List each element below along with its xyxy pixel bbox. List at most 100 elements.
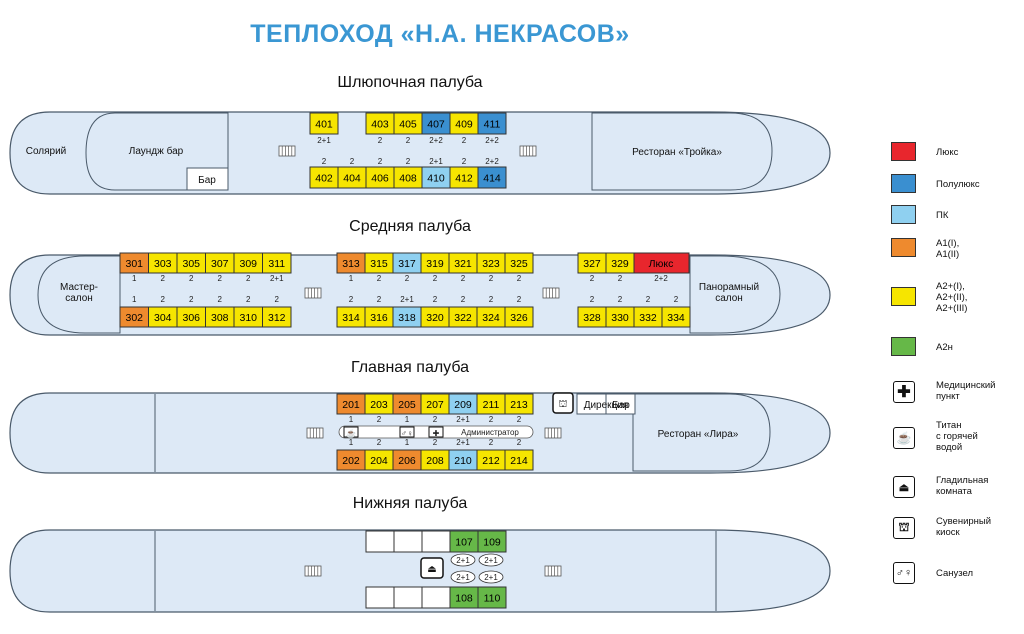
- middle-top-2-berth-count: 2: [461, 274, 466, 283]
- deck-title-main: Главная палуба: [350, 359, 470, 376]
- middle-top-1-cabin-number: 301: [125, 258, 143, 270]
- middle-top-2-cabin-number: 315: [370, 258, 388, 270]
- middle-bottom-2-berth-count: 2: [517, 295, 522, 304]
- solarium-label: Солярий: [26, 146, 67, 157]
- legend-label-a2: А2+(I), А2+(II), А2+(III): [936, 281, 968, 314]
- legend-label-wc: Санузел: [936, 568, 974, 579]
- boat-bottom-cabin-number: 404: [343, 173, 361, 185]
- middle-lux-cabin-number: Люкс: [649, 258, 674, 270]
- panoramic-salon-area: [689, 255, 781, 334]
- main-bottom-cabin-number: 208: [426, 455, 444, 467]
- middle-top-3-cabin-number: 329: [611, 258, 629, 270]
- middle-bottom-2-berth-count: 2: [349, 295, 354, 304]
- iron-icon: [420, 557, 444, 579]
- souvenir-icon-glyph: ⛫: [558, 399, 567, 410]
- middle-top-1-berth-count: 2: [218, 274, 223, 283]
- boat-top-b-cabin-number: 411: [484, 119, 501, 131]
- middle-bottom-3-berth-count: 2: [590, 295, 595, 304]
- middle-bottom-2-cabin-number: 318: [398, 312, 416, 324]
- middle-bottom-2-cabin-number: 320: [426, 312, 444, 324]
- lower-bottom-cabin: [477, 586, 507, 609]
- legend-swatch-a2: [891, 287, 916, 306]
- iron-icon-glyph: ⏏: [427, 564, 436, 575]
- lower-bottom-cabin-number: 110: [484, 593, 501, 605]
- lounge-bar-label: Лаундж бар: [129, 145, 184, 157]
- titan-icon: [343, 426, 359, 438]
- middle-top-1-cabin-number: 309: [239, 258, 257, 270]
- middle-top-1-berth-count: 2: [189, 274, 194, 283]
- boat-bottom-cabin: [477, 166, 507, 189]
- lira-restaurant-label: Ресторан «Лира»: [658, 429, 739, 440]
- master-salon-area: [37, 255, 121, 334]
- middle-top-1-berth-count: 2: [161, 274, 166, 283]
- main-top-cabin-number: 201: [342, 399, 360, 411]
- legend-label-ironing: Гладильная комната: [936, 475, 989, 497]
- main-bottom-berth-count: 2: [489, 438, 494, 447]
- main-top-cabin-number: 207: [426, 399, 444, 411]
- souvenir-icon: ⛫: [893, 517, 915, 539]
- main-bottom-berth-count: 2: [377, 438, 382, 447]
- middle-top-2-cabin-number: 323: [482, 258, 500, 270]
- middle-bottom-2-berth-count: 2: [433, 295, 438, 304]
- lower-berth-oval: [478, 553, 504, 567]
- main-top-cabin-number: 213: [510, 399, 528, 411]
- middle-bottom-1-berth-count: 2: [218, 295, 223, 304]
- lower-service-room: [393, 586, 423, 609]
- boat-top-b-berth-count: 2+2: [429, 136, 443, 145]
- lower-service-room: [365, 530, 395, 553]
- main-stairs-right: [544, 427, 562, 439]
- boat-bar-label: Бар: [198, 175, 216, 186]
- iron-icon: ⏏: [893, 476, 915, 498]
- middle-bottom-2-cabin-number: 324: [482, 312, 500, 324]
- middle-top-2-berth-count: 1: [349, 274, 354, 283]
- lower-service-room: [393, 530, 423, 553]
- middle-top-2-cabin-number: 325: [510, 258, 528, 270]
- boat-bottom-cabin-number: 402: [315, 173, 333, 185]
- middle-top-1-cabin-number: 311: [268, 258, 285, 270]
- deck-title-middle: Средняя палуба: [349, 218, 471, 235]
- middle-bottom-3-cabin-number: 334: [667, 312, 685, 324]
- legend-label-pk: ПК: [936, 210, 949, 221]
- boat-bottom-berth-count: 2: [322, 157, 327, 166]
- wc-icon-glyph: ♂♀: [401, 429, 413, 438]
- main-bottom-berth-count: 1: [349, 438, 354, 447]
- middle-bottom-3-cabin-number: 330: [611, 312, 629, 324]
- middle-top-1-berth-count: 2+1: [270, 274, 284, 283]
- boat-top-b-berth-count: 2: [462, 136, 467, 145]
- boat-stairs-left: [278, 145, 296, 157]
- middle-top-2-cabin-number: 317: [398, 258, 416, 270]
- main-bottom-berth-count: 2: [517, 438, 522, 447]
- boat-top-a-cabin-number: 401: [315, 119, 333, 131]
- middle-top-2-cabin: [504, 252, 534, 274]
- lower-berth-count: 2+1: [456, 573, 470, 582]
- main-bottom-cabin-number: 202: [342, 455, 360, 467]
- deck-title-lower: Нижняя палуба: [352, 495, 468, 512]
- middle-top-3-berth-count: 2: [590, 274, 595, 283]
- troika-restaurant-area: [591, 112, 773, 191]
- troika-restaurant-label: Ресторан «Тройка»: [632, 147, 722, 158]
- wc-icon: [399, 426, 415, 438]
- master-salon-label: Мастер-салон: [60, 282, 98, 304]
- boat-bar-box: [186, 167, 229, 191]
- lower-stairs-right: [544, 565, 562, 577]
- direction-box: [576, 393, 607, 415]
- main-bottom-berth-count: 1: [405, 438, 410, 447]
- legend-swatch-a1: [891, 238, 916, 257]
- titan-icon: ☕: [893, 427, 915, 449]
- middle-top-1-berth-count: 1: [132, 274, 137, 283]
- legend-swatch-pk: [891, 205, 916, 224]
- main-top-cabin-number: 209: [454, 399, 472, 411]
- medical-icon: [428, 426, 444, 438]
- deck-title-boat: Шлюпочная палуба: [337, 74, 483, 91]
- middle-bottom-1-cabin-number: 310: [239, 312, 257, 324]
- main-bottom-berth-count: 2+1: [456, 438, 470, 447]
- lower-stairs-left: [304, 565, 322, 577]
- middle-bottom-2-berth-count: 2: [489, 295, 494, 304]
- boat-bottom-berth-count: 2: [378, 157, 383, 166]
- main-bottom-cabin-number: 214: [510, 455, 528, 467]
- legend-label-souvenir: Сувенирный киоск: [936, 516, 992, 538]
- wc-icon: ♂♀: [893, 562, 915, 584]
- middle-top-2-berth-count: 2: [377, 274, 382, 283]
